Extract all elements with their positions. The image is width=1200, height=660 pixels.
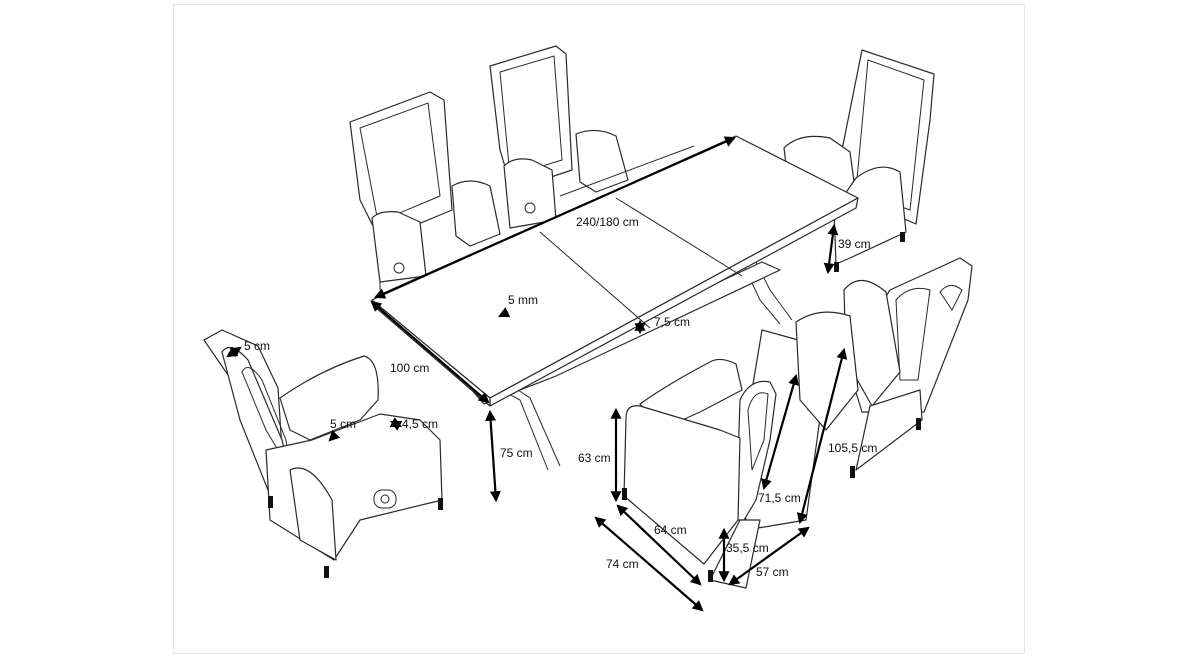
label-chair-width: 57 cm [756, 565, 789, 579]
label-seat-height: 35,5 cm [726, 541, 769, 555]
label-seat-depth: 64 cm [654, 523, 687, 537]
arrow-seat-clearance [823, 223, 839, 275]
chair-back-right [783, 49, 935, 272]
arrow-back-thickness [226, 346, 242, 358]
label-seat-clearance: 39 cm [838, 237, 871, 251]
chair-front-left [203, 329, 443, 578]
arrow-seat-thickness [328, 429, 341, 442]
arrow-table-length [373, 136, 737, 299]
dimension-labels: 240/180 cm 5 mm 7,5 cm 100 cm 75 cm 39 c… [244, 215, 877, 579]
label-total-height: 105,5 cm [828, 441, 877, 455]
label-back-thickness: 5 cm [244, 339, 270, 353]
label-back-height: 71,5 cm [758, 491, 801, 505]
label-table-height: 75 cm [500, 446, 533, 460]
chair-right-middle [795, 257, 973, 478]
arrow-total-depth [594, 516, 704, 612]
label-arm-width: 4,5 cm [402, 417, 438, 431]
arrow-table-width [370, 300, 490, 404]
arrow-arm-width [389, 417, 403, 431]
arrow-chair-width [728, 526, 810, 586]
arrow-table-height [485, 409, 501, 503]
label-table-width: 100 cm [390, 361, 429, 375]
diagram-frame [173, 4, 1025, 654]
label-table-thickness: 5 mm [508, 293, 538, 307]
label-table-edge-height: 7,5 cm [654, 315, 690, 329]
arrow-back-height [761, 373, 799, 491]
arrow-total-height [796, 347, 848, 525]
arrow-table-thickness [498, 307, 511, 317]
label-arm-height: 63 cm [578, 451, 611, 465]
label-total-depth: 74 cm [606, 557, 639, 571]
label-table-length: 240/180 cm [576, 215, 639, 229]
dimension-arrows [226, 136, 848, 612]
label-seat-thickness: 5 cm [330, 417, 356, 431]
